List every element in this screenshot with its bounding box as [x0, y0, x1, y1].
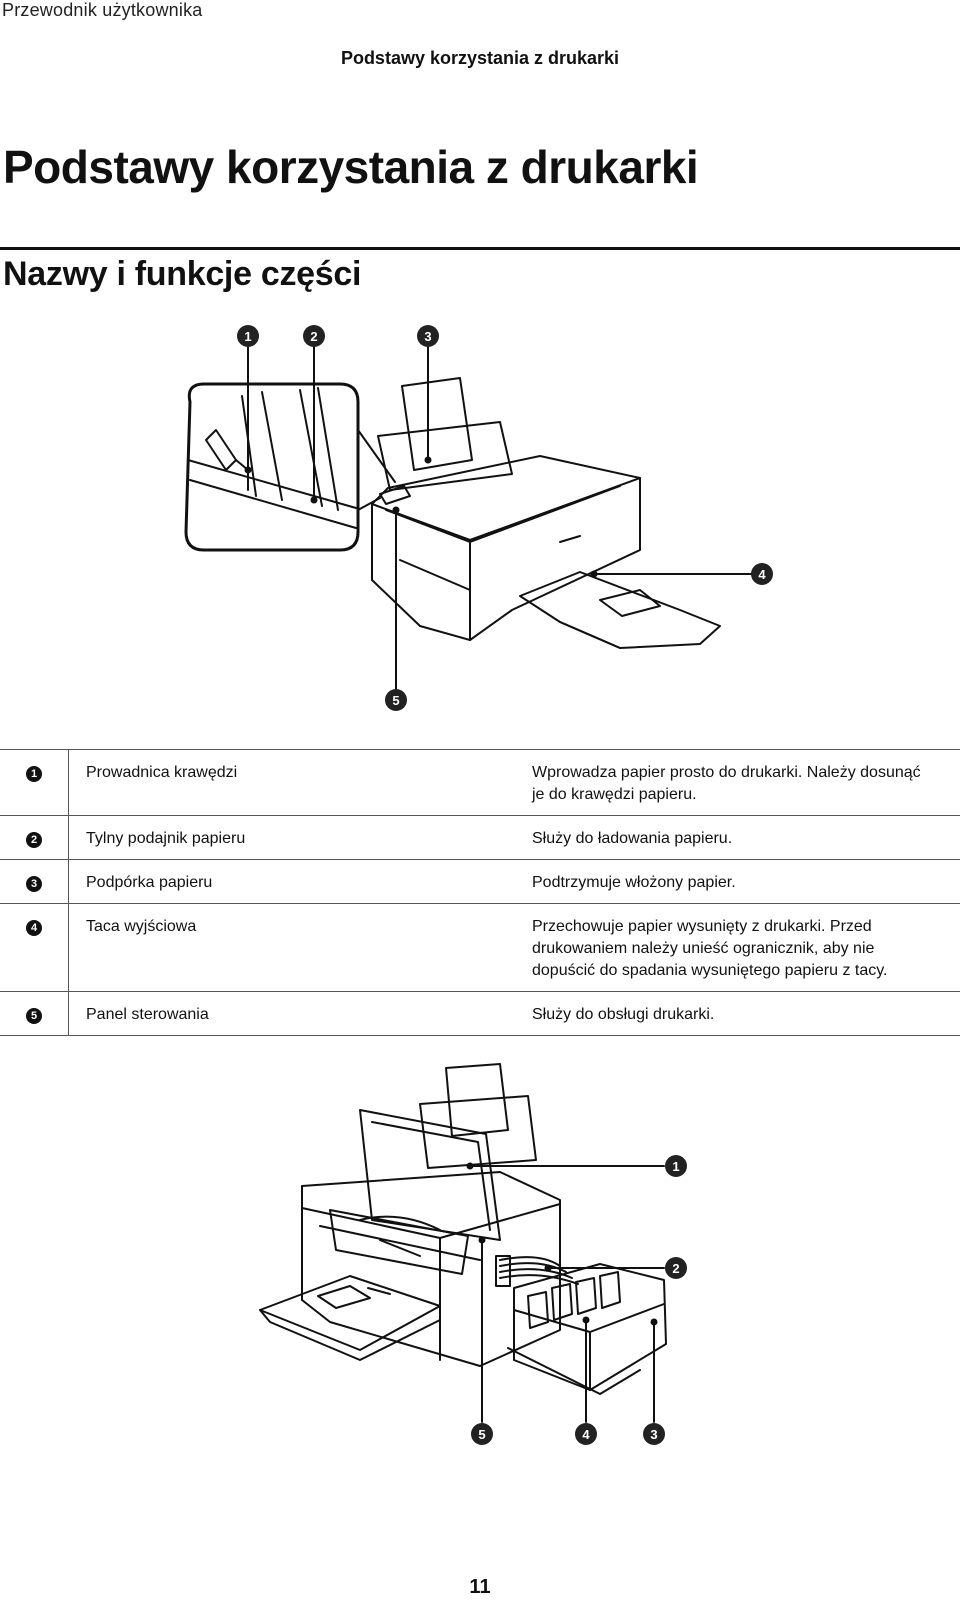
part-description: Wprowadza papier prosto do drukarki. Nal…	[532, 764, 921, 803]
callout-badge: 2	[303, 325, 325, 347]
table-row: 4 Taca wyjściowa Przechowuje papier wysu…	[0, 903, 960, 992]
callout-badge: 2	[665, 1257, 687, 1279]
printer-front-illustration: 1 2 3 4 5	[184, 325, 773, 711]
callout-badge: 5	[471, 1423, 493, 1445]
callout-number: 5	[392, 693, 399, 708]
part-name: Podpórka papieru	[86, 874, 213, 891]
parts-table: 1 Prowadnica krawędzi Wprowadza papier p…	[0, 749, 960, 1036]
callout-badge: 4	[751, 563, 773, 585]
section-header: Podstawy korzystania z drukarki	[340, 48, 620, 68]
part-number-badge: 1	[26, 766, 42, 782]
callout-badge: 4	[575, 1423, 597, 1445]
running-header: Przewodnik użytkownika	[2, 0, 203, 20]
callout-badge: 3	[643, 1423, 665, 1445]
callout-badge: 3	[417, 325, 439, 347]
part-name: Taca wyjściowa	[86, 918, 197, 935]
figure1-callouts: 1 2 3 4 5	[237, 325, 773, 711]
table-row: 2 Tylny podajnik papieru Służy do ładowa…	[0, 815, 960, 860]
table-row: 1 Prowadnica krawędzi Wprowadza papier p…	[0, 749, 960, 816]
printer-ink-tank-illustration: 1 2 5 4 3	[259, 1063, 687, 1445]
part-description: Podtrzymuje włożony papier.	[532, 874, 736, 891]
part-description: Służy do ładowania papieru.	[532, 830, 733, 847]
table-row: 3 Podpórka papieru Podtrzymuje włożony p…	[0, 859, 960, 904]
part-number-badge: 5	[26, 1008, 42, 1024]
callout-number: 2	[310, 329, 317, 344]
part-number-badge: 3	[26, 876, 42, 892]
callout-badge: 1	[665, 1155, 687, 1177]
callout-number: 1	[244, 329, 251, 344]
callout-badge: 1	[237, 325, 259, 347]
page-number: 11	[469, 1576, 491, 1598]
callout-number: 5	[478, 1427, 485, 1442]
callout-number: 4	[758, 567, 766, 582]
part-description: Przechowuje papier wysunięty z drukarki.…	[532, 918, 888, 979]
part-number-badge: 2	[26, 832, 42, 848]
callout-badge: 5	[385, 689, 407, 711]
table-row: 5 Panel sterowania Służy do obsługi druk…	[0, 991, 960, 1036]
part-name: Prowadnica krawędzi	[86, 764, 238, 781]
callout-number: 3	[650, 1427, 657, 1442]
chapter-title: Podstawy korzystania z drukarki	[3, 141, 699, 193]
callout-number: 1	[672, 1159, 679, 1174]
section-subtitle: Nazwy i funkcje części	[3, 255, 362, 293]
figure2-callouts: 1 2 5 4 3	[471, 1155, 687, 1445]
callout-number: 2	[672, 1261, 679, 1276]
part-number-badge: 4	[26, 920, 42, 936]
callout-number: 3	[424, 329, 431, 344]
part-name: Tylny podajnik papieru	[86, 830, 246, 847]
part-name: Panel sterowania	[86, 1006, 209, 1023]
section-divider	[0, 247, 960, 250]
callout-number: 4	[582, 1427, 590, 1442]
part-description: Służy do obsługi drukarki.	[532, 1006, 715, 1023]
